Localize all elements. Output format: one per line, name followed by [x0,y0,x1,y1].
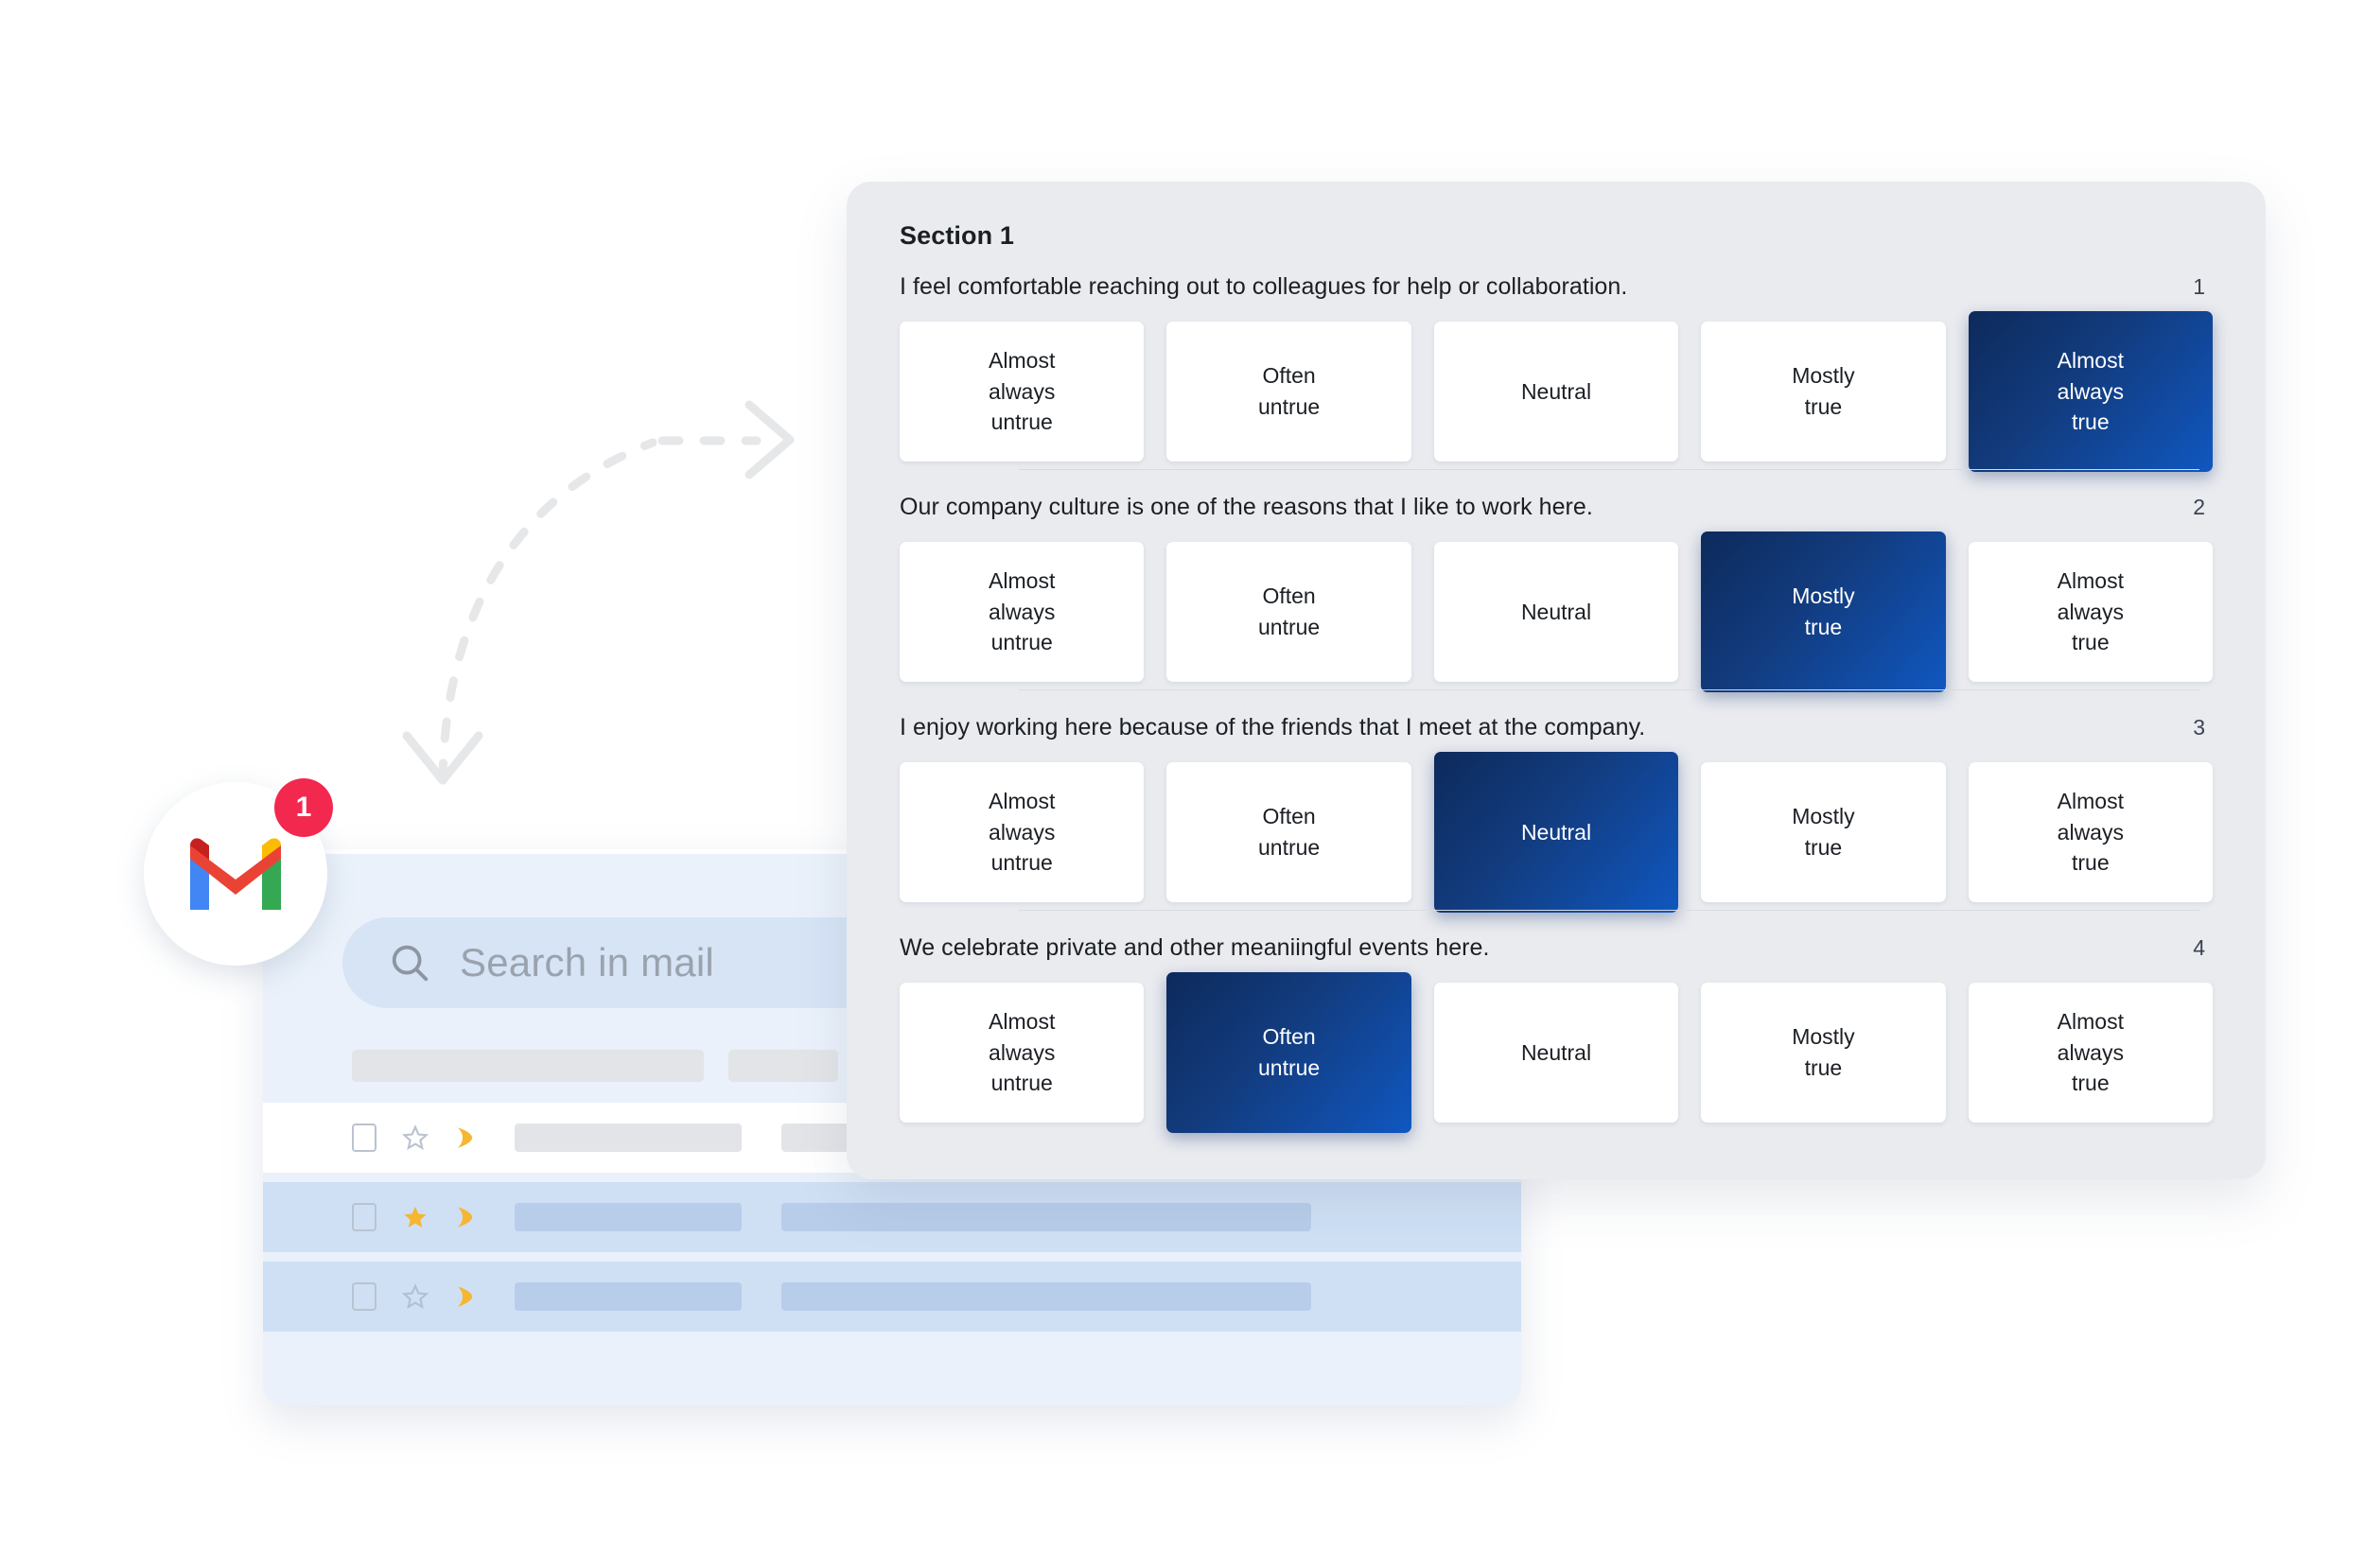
question-header: I enjoy working here because of the frie… [900,714,2213,741]
checkbox-icon[interactable] [352,1203,377,1231]
gmail-app-badge[interactable]: 1 [144,778,333,966]
important-marker-icon[interactable] [454,1282,477,1311]
likert-option-label: Neutral [1520,599,1592,624]
subject-placeholder-bar [781,1282,1311,1311]
search-icon [392,945,429,982]
likert-option-label: Neutral [1520,819,1592,845]
important-marker-icon[interactable] [454,1203,477,1231]
question-number: 3 [2193,715,2205,740]
star-icon[interactable] [401,1203,429,1231]
likert-option-label: Neutral [1520,378,1592,404]
likert-option-label: Neutral [1520,1039,1592,1065]
subject-placeholder-bar [781,1203,1311,1231]
gmail-logo-icon [190,838,281,910]
likert-option-3[interactable]: Neutral [1433,322,1679,462]
star-icon[interactable] [401,1124,429,1152]
list-item[interactable] [263,1262,1521,1332]
question-text: Our company culture is one of the reason… [900,494,1593,520]
question-block: Our company culture is one of the reason… [900,469,2214,692]
page-title: Section 1 [900,221,1014,250]
question-header: Our company culture is one of the reason… [900,494,2213,521]
search-placeholder-text: Search in mail [460,940,714,984]
likert-option-3[interactable]: Neutral [1433,542,1679,682]
important-marker-icon[interactable] [454,1124,477,1152]
tab-placeholder-bar [352,1050,704,1082]
question-text: I enjoy working here because of the frie… [900,714,1646,740]
question-text: I feel comfortable reaching out to colle… [900,273,1628,300]
tab-placeholder-bar [728,1050,838,1082]
question-number: 2 [2193,495,2205,519]
notification-badge: 1 [274,778,333,837]
star-icon[interactable] [401,1282,429,1311]
dashed-curved-arrow-icon [402,400,795,785]
checkbox-icon[interactable] [352,1124,377,1152]
question-block: I feel comfortable reaching out to colle… [900,256,2214,472]
questions-list: I feel comfortable reaching out to colle… [900,256,2214,1133]
question-text: We celebrate private and other meaniingf… [900,934,1490,961]
likert-option-3-selected[interactable]: Neutral [1433,752,1679,913]
survey-panel: Section 1 I feel comfortable reaching ou… [847,182,2266,1179]
question-header: I feel comfortable reaching out to colle… [900,273,2213,301]
question-header: We celebrate private and other meaniingf… [900,934,2213,962]
sender-placeholder-bar [515,1203,742,1231]
question-number: 1 [2193,274,2205,299]
question-block: I enjoy working here because of the frie… [900,689,2214,913]
checkbox-icon[interactable] [352,1282,377,1311]
question-number: 4 [2193,935,2205,960]
sender-placeholder-bar [515,1124,742,1152]
mail-tab-placeholders [352,1050,838,1082]
sender-placeholder-bar [515,1282,742,1311]
list-item[interactable] [263,1182,1521,1252]
likert-option-3[interactable]: Neutral [1433,983,1679,1123]
question-block: We celebrate private and other meaniingf… [900,910,2214,1133]
